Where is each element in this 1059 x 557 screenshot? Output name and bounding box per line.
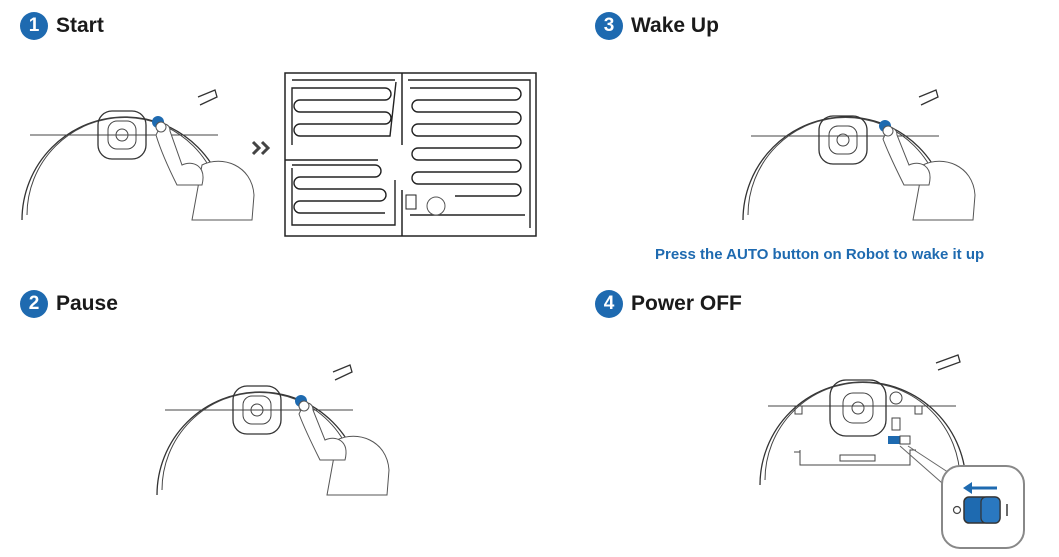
step-4-title: Power OFF bbox=[631, 292, 742, 315]
power-icon bbox=[889, 391, 903, 405]
step-1-title: Start bbox=[56, 14, 104, 37]
step-2-badge: 2 bbox=[20, 290, 48, 318]
step-2-heading: 2 Pause bbox=[20, 290, 118, 318]
switch-zoom-inset bbox=[941, 465, 1025, 549]
step-1-heading: 1 Start bbox=[20, 12, 104, 40]
step-3-badge: 3 bbox=[595, 12, 623, 40]
double-chevron-right-icon bbox=[251, 140, 271, 156]
wake-up-caption: Press the AUTO button on Robot to wake i… bbox=[655, 246, 985, 263]
step-1-badge: 1 bbox=[20, 12, 48, 40]
step-2-title: Pause bbox=[56, 292, 118, 315]
arrow-left-icon bbox=[963, 482, 997, 494]
robot-top-view bbox=[21, 89, 255, 221]
cleaning-path-map bbox=[284, 72, 537, 237]
step-4-heading: 4 Power OFF bbox=[595, 290, 742, 318]
step-3-heading: 3 Wake Up bbox=[595, 12, 719, 40]
step-4-badge: 4 bbox=[595, 290, 623, 318]
step-3-title: Wake Up bbox=[631, 14, 719, 37]
